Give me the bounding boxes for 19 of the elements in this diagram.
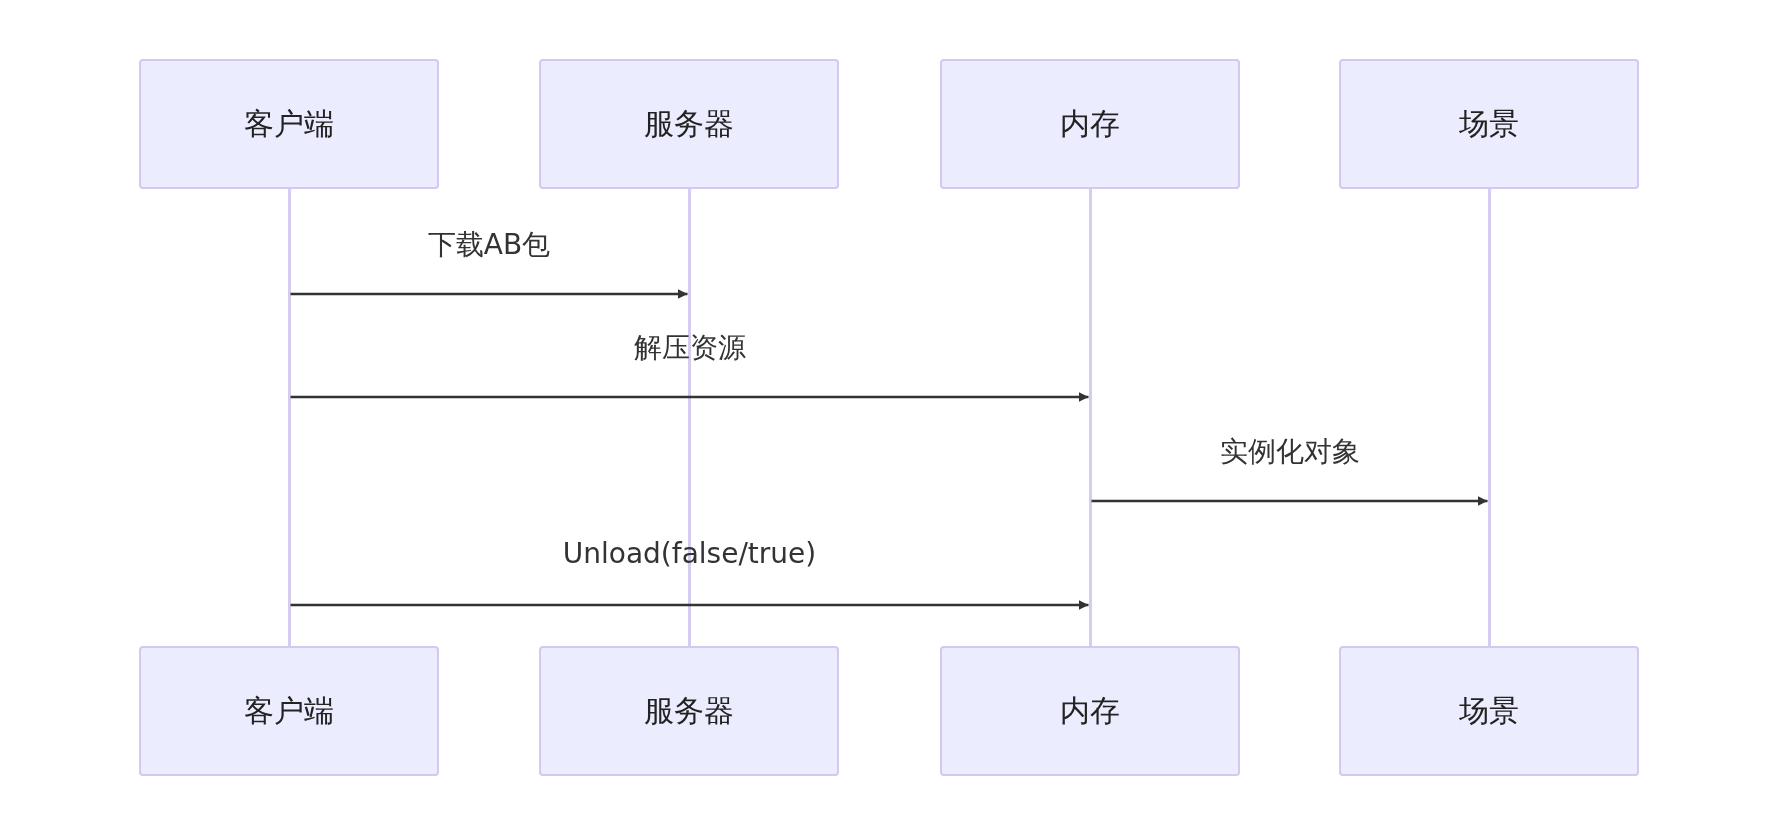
participant-box: 客户端 [139, 59, 439, 189]
participant-box: 服务器 [539, 646, 839, 776]
message-arrow [290, 600, 1089, 610]
participant-box: 内存 [940, 59, 1240, 189]
edge-label: Unload(false/true) [562, 537, 817, 570]
participant-box: 场景 [1339, 59, 1639, 189]
edge-label: 实例化对象 [1219, 434, 1360, 470]
edge-label: 下载AB包 [427, 227, 551, 263]
message-arrow [1091, 496, 1488, 506]
lifeline [287, 189, 291, 646]
edge-label: 解压资源 [633, 330, 746, 366]
lifeline [1088, 189, 1092, 646]
lifeline [1487, 189, 1491, 646]
participant-box: 客户端 [139, 646, 439, 776]
participant-box: 服务器 [539, 59, 839, 189]
message-arrow [290, 392, 1089, 402]
participant-box: 内存 [940, 646, 1240, 776]
message-arrow [290, 289, 688, 299]
participant-box: 场景 [1339, 646, 1639, 776]
